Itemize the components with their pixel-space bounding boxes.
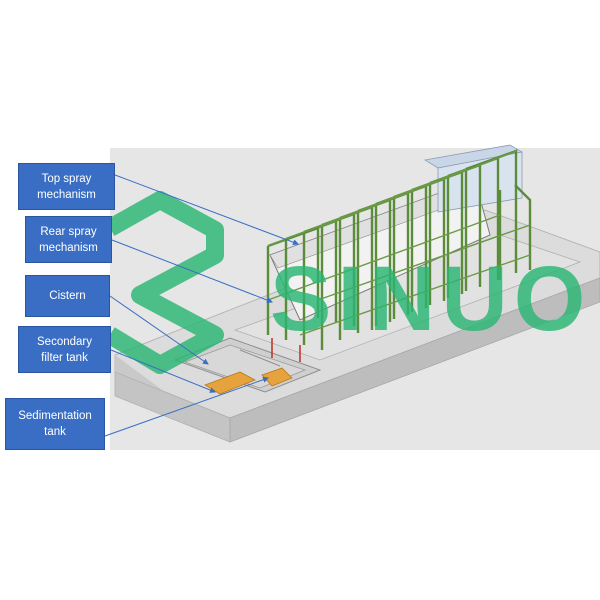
label-secondary-filter-tank: Secondary filter tank	[18, 326, 111, 373]
pit-divider	[239, 349, 281, 367]
frame-rails	[267, 150, 531, 336]
watermark-text: SINUO	[270, 248, 591, 350]
label-rear-spray-mechanism: Rear spray mechanism	[25, 216, 112, 263]
watermark-logo-mark	[105, 191, 224, 374]
label-sedimentation-tank: Sedimentation tank	[5, 398, 105, 450]
label-top-spray-mechanism: Top spray mechanism	[18, 163, 115, 210]
front-posts	[271, 338, 301, 362]
label-cistern: Cistern	[25, 275, 110, 317]
